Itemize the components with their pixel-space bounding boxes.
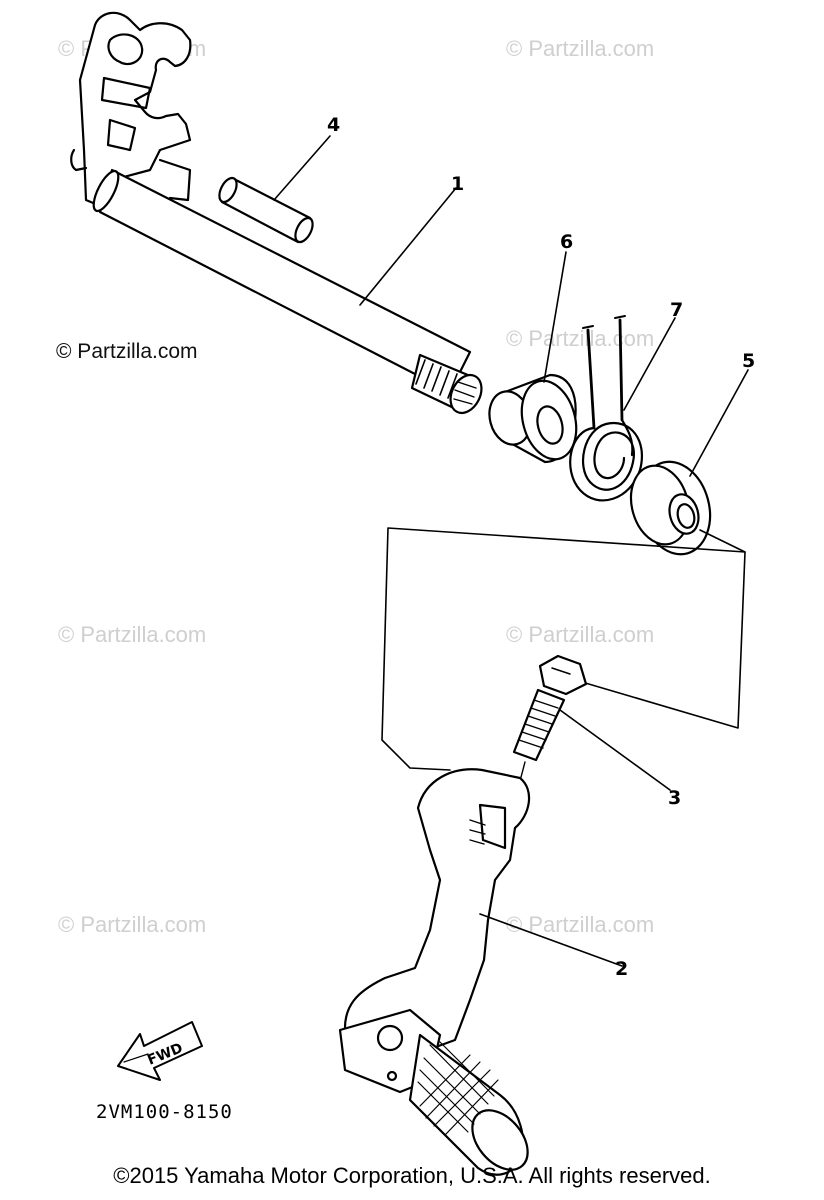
callout-5: 5 bbox=[742, 350, 755, 372]
diagram-code: 2VM100-8150 bbox=[96, 1101, 233, 1123]
watermark-main: © Partzilla.com bbox=[56, 340, 198, 363]
watermark: © Partzilla.com bbox=[506, 36, 655, 61]
watermark: © Partzilla.com bbox=[506, 326, 655, 351]
shift-pedal-part bbox=[338, 768, 531, 1176]
oil-seal-part bbox=[629, 460, 712, 556]
bolt-part bbox=[512, 654, 588, 801]
collar-part bbox=[488, 373, 578, 464]
callout-4: 4 bbox=[327, 114, 340, 136]
dowel-pin-part bbox=[218, 176, 314, 244]
copyright-notice: ©2015 Yamaha Motor Corporation, U.S.A. A… bbox=[113, 1163, 711, 1188]
callout-3: 3 bbox=[668, 787, 681, 809]
leader-lines bbox=[273, 135, 749, 967]
watermark: © Partzilla.com bbox=[58, 622, 207, 647]
callout-7: 7 bbox=[670, 299, 683, 321]
shift-shaft-part bbox=[70, 11, 483, 415]
torsion-spring-part bbox=[569, 315, 643, 502]
fwd-arrow-icon bbox=[117, 1021, 203, 1081]
callout-1: 1 bbox=[451, 173, 464, 195]
watermark: © Partzilla.com bbox=[506, 622, 655, 647]
watermark: © Partzilla.com bbox=[58, 912, 207, 937]
callout-2: 2 bbox=[615, 958, 628, 980]
callout-6: 6 bbox=[560, 231, 573, 253]
